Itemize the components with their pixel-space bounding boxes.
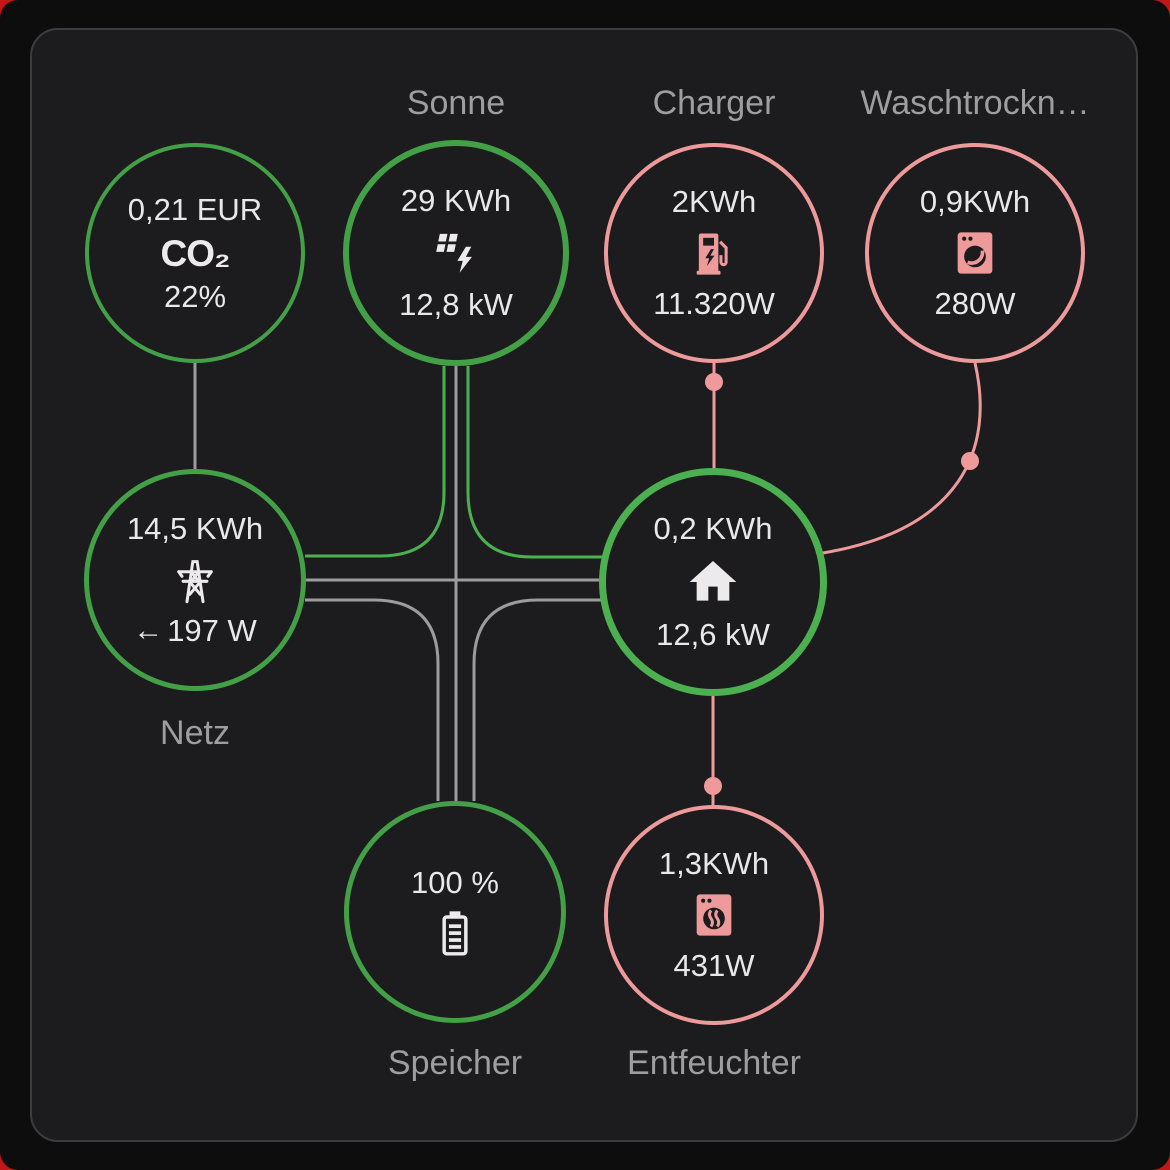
flow-dot-dehumidifier (704, 777, 722, 795)
flow-line-grid-battery (305, 598, 440, 801)
grid-value-top: 14,5 KWh (126, 511, 264, 547)
ev-station-icon (688, 227, 740, 279)
grid-value-bottom: 197 W (167, 613, 257, 648)
flow-line-home-battery (472, 598, 601, 801)
battery-node[interactable]: 100 % (344, 801, 566, 1023)
home-value-bottom: 12,6 kW (656, 617, 770, 652)
co2-value-top: 0,21 EUR (127, 191, 263, 227)
washer-value-top: 0,9KWh (919, 184, 1031, 220)
washer-value-bottom: 280W (934, 286, 1016, 321)
flow-line-solar-grid (305, 366, 446, 558)
solar-value-bottom: 12,8 kW (399, 287, 513, 322)
dehumidifier-label: Entfeuchter (627, 1044, 801, 1082)
home-icon (685, 554, 741, 610)
grid-node[interactable]: 14,5 KWh ← 197 W (84, 469, 306, 691)
washing-machine-icon (949, 227, 1001, 279)
co2-value-bottom: 22% (163, 278, 227, 314)
charger-value-bottom: 11.320W (653, 286, 775, 321)
flow-dot-washer (961, 452, 979, 470)
molecule-co2-icon: CO₂ (160, 232, 231, 274)
arrow-left-icon: ← (133, 613, 164, 647)
dehumidifier-value-top: 1,3KWh (658, 846, 770, 882)
solar-value-top: 29 KWh (400, 183, 512, 219)
washer-label: Waschtrockn… (860, 84, 1090, 122)
solar-node[interactable]: 29 KWh 12,8 kW (343, 140, 569, 366)
charger-node[interactable]: 2KWh 11.320W (604, 143, 824, 363)
dehumidifier-node[interactable]: 1,3KWh 431W (604, 805, 824, 1025)
solar-label: Sonne (406, 84, 506, 122)
grid-label: Netz (160, 714, 230, 752)
home-node[interactable]: 0,2 KWh 12,6 kW (599, 468, 827, 696)
flow-line-solar-home (466, 366, 602, 559)
tumble-dryer-icon (688, 889, 740, 941)
transmission-tower-icon (169, 554, 221, 606)
dehumidifier-value-bottom: 431W (673, 948, 755, 983)
battery-label: Speicher (387, 1044, 523, 1082)
flow-dot-charger (705, 373, 723, 391)
co2-node[interactable]: 0,21 EUR CO₂ 22% (85, 143, 305, 363)
charger-label: Charger (652, 84, 776, 122)
solar-power-icon (429, 226, 483, 280)
home-value-top: 0,2 KWh (653, 511, 773, 547)
charger-value-top: 2KWh (671, 184, 757, 220)
battery-icon (429, 907, 481, 959)
flow-line-washer-home (822, 362, 982, 555)
battery-value-top: 100 % (411, 864, 499, 900)
washer-node[interactable]: 0,9KWh 280W (865, 143, 1085, 363)
